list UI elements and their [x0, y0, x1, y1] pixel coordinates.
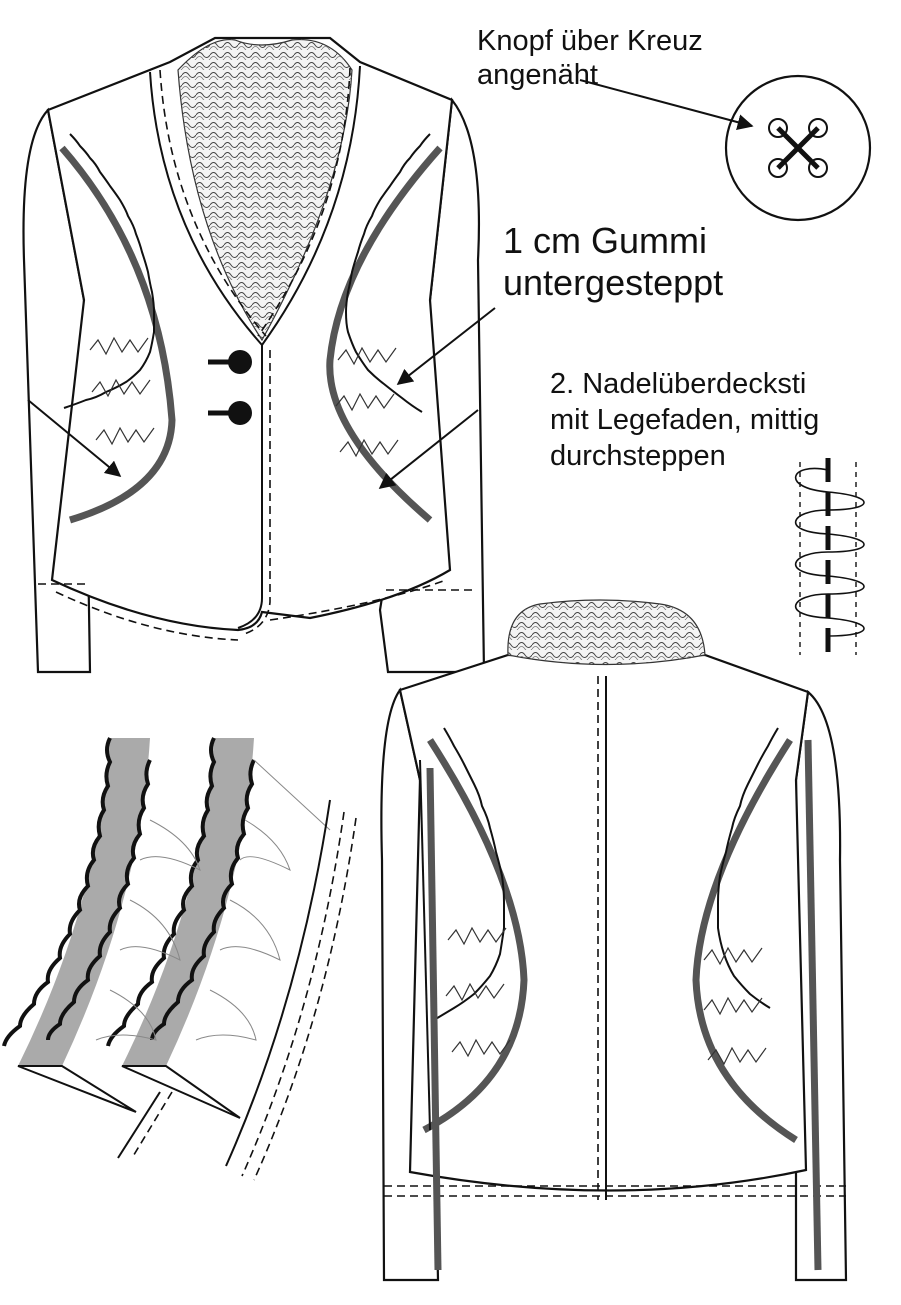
back-ruffle-collar-texture: [507, 600, 705, 665]
looper-thread: [794, 467, 865, 637]
arrow-elastic-to-panel-upper: [396, 307, 496, 385]
back-left-panel-ruffle: [433, 727, 505, 1021]
center-front-edge: [237, 345, 263, 629]
front-left-panel-ruffle: [63, 133, 155, 409]
elastic-note: 1 cm Gummi untergesteppt: [503, 220, 724, 303]
center-front-stitching: [243, 350, 271, 635]
front-left-panel-band: [59, 145, 176, 524]
elastic-strip-2: [122, 738, 254, 1066]
front-hem-stitching-right: [269, 579, 447, 621]
seam-stitching-2: [253, 817, 357, 1181]
elastic-strip-1-edge-right: [46, 759, 152, 1041]
jacket-back-view: [380, 599, 848, 1282]
arrow-button-note: [579, 79, 754, 131]
front-hem-stitching: [55, 591, 239, 641]
fold-triangle-1: [17, 1065, 137, 1113]
elastic-strip-1: [18, 738, 150, 1066]
front-right-panel-ruffle: [344, 133, 431, 413]
cross-stitch-b: [776, 126, 820, 170]
right-lapel-edge: [261, 65, 361, 346]
back-left-sleeve-band: [426, 767, 442, 1271]
fold-triangle-2: [121, 1065, 241, 1119]
seam-edge-outer: [225, 799, 331, 1167]
coverstitch-note: 2. Nadelüberdecksti mit Legefaden, mitti…: [550, 368, 820, 472]
front-right-panel-band: [326, 145, 443, 523]
elastic-detail: [2, 737, 357, 1181]
button-attachment-note: Knopf über Kreuz angenäht: [477, 25, 703, 91]
back-right-panel-ruffle: [717, 727, 779, 1009]
coverstitch-detail: [794, 458, 865, 658]
left-lapel-stitching: [159, 69, 267, 337]
arrow-left-panel: [27, 399, 122, 478]
front-body: [46, 36, 454, 632]
seam-edge-lower: [117, 1091, 161, 1159]
back-left-gathering: [445, 926, 511, 1058]
jacket-front-view: [22, 36, 496, 674]
button-detail: [579, 74, 872, 222]
seam-stitching-1: [241, 811, 345, 1177]
back-left-panel-band: [422, 738, 528, 1134]
elastic-strip-1-edge-left: [2, 737, 113, 1047]
back-left-panel-outline: [419, 759, 431, 1131]
front-left-gathering: [89, 336, 155, 446]
back-right-sleeve: [794, 689, 848, 1282]
left-lapel-edge: [149, 71, 263, 346]
right-lapel-stitching: [257, 67, 351, 337]
back-right-sleeve-band: [804, 739, 822, 1271]
front-button-upper: [208, 350, 252, 374]
back-right-gathering: [703, 946, 767, 1066]
elastic-strip-2-edge-right: [150, 759, 256, 1041]
gathered-fabric-lines: [95, 759, 331, 1041]
lace-collar-texture: [178, 39, 352, 340]
elastic-strip-2-edge-left: [106, 737, 217, 1047]
back-right-panel-band: [692, 738, 798, 1143]
front-right-gathering: [335, 346, 399, 458]
front-button-lower: [208, 401, 252, 425]
arrow-elastic-to-panel-lower: [378, 409, 479, 489]
